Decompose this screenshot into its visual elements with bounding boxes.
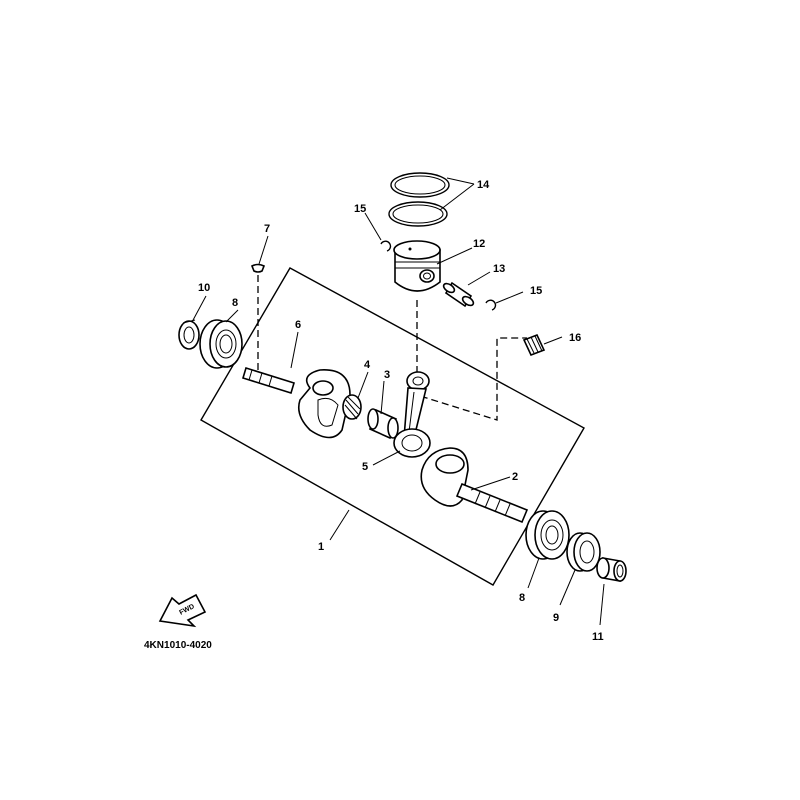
fwd-arrow-icon: FWD <box>158 593 207 628</box>
callout-8-right: 8 <box>519 592 525 604</box>
callout-4: 4 <box>364 359 371 371</box>
crank-right-half <box>420 447 529 524</box>
small-end-bearing <box>522 333 546 357</box>
callout-2: 2 <box>512 471 518 483</box>
piston-pin <box>442 281 475 308</box>
callout-15-right: 15 <box>530 285 542 297</box>
callout-13: 13 <box>493 263 505 275</box>
callout-10: 10 <box>198 282 210 294</box>
callout-15-upper: 15 <box>354 203 366 215</box>
crank-assembly-frame <box>200 267 585 586</box>
collar <box>596 557 627 582</box>
piston <box>393 240 441 292</box>
leader-lines <box>191 177 605 626</box>
callout-14: 14 <box>477 179 490 191</box>
woodruff-key <box>250 263 266 273</box>
piston-pin-clip-right <box>485 299 497 311</box>
bearing-right <box>525 510 570 560</box>
callout-8-left: 8 <box>232 297 238 309</box>
piston-ring-lower <box>388 201 448 227</box>
callout-7: 7 <box>264 223 270 235</box>
callout-16: 16 <box>569 332 581 344</box>
diagram-code: 4KN1010-4020 <box>144 640 212 651</box>
callout-5: 5 <box>362 461 368 473</box>
connecting-rod <box>393 371 431 458</box>
bearing-left <box>199 319 243 369</box>
piston-pin-clip-left <box>380 240 392 252</box>
crank-left-half <box>242 366 351 439</box>
callout-9: 9 <box>553 612 559 624</box>
oil-seal-left <box>178 319 200 350</box>
callout-12: 12 <box>473 238 485 250</box>
big-end-bearing <box>342 394 362 420</box>
crank-pin <box>367 408 399 440</box>
piston-alignment-line <box>416 300 527 421</box>
oil-seal-right <box>566 532 601 572</box>
piston-ring-upper <box>390 172 450 198</box>
callout-11: 11 <box>592 631 604 643</box>
callout-1: 1 <box>318 541 324 553</box>
callout-3: 3 <box>384 369 390 381</box>
callout-6: 6 <box>295 319 301 331</box>
